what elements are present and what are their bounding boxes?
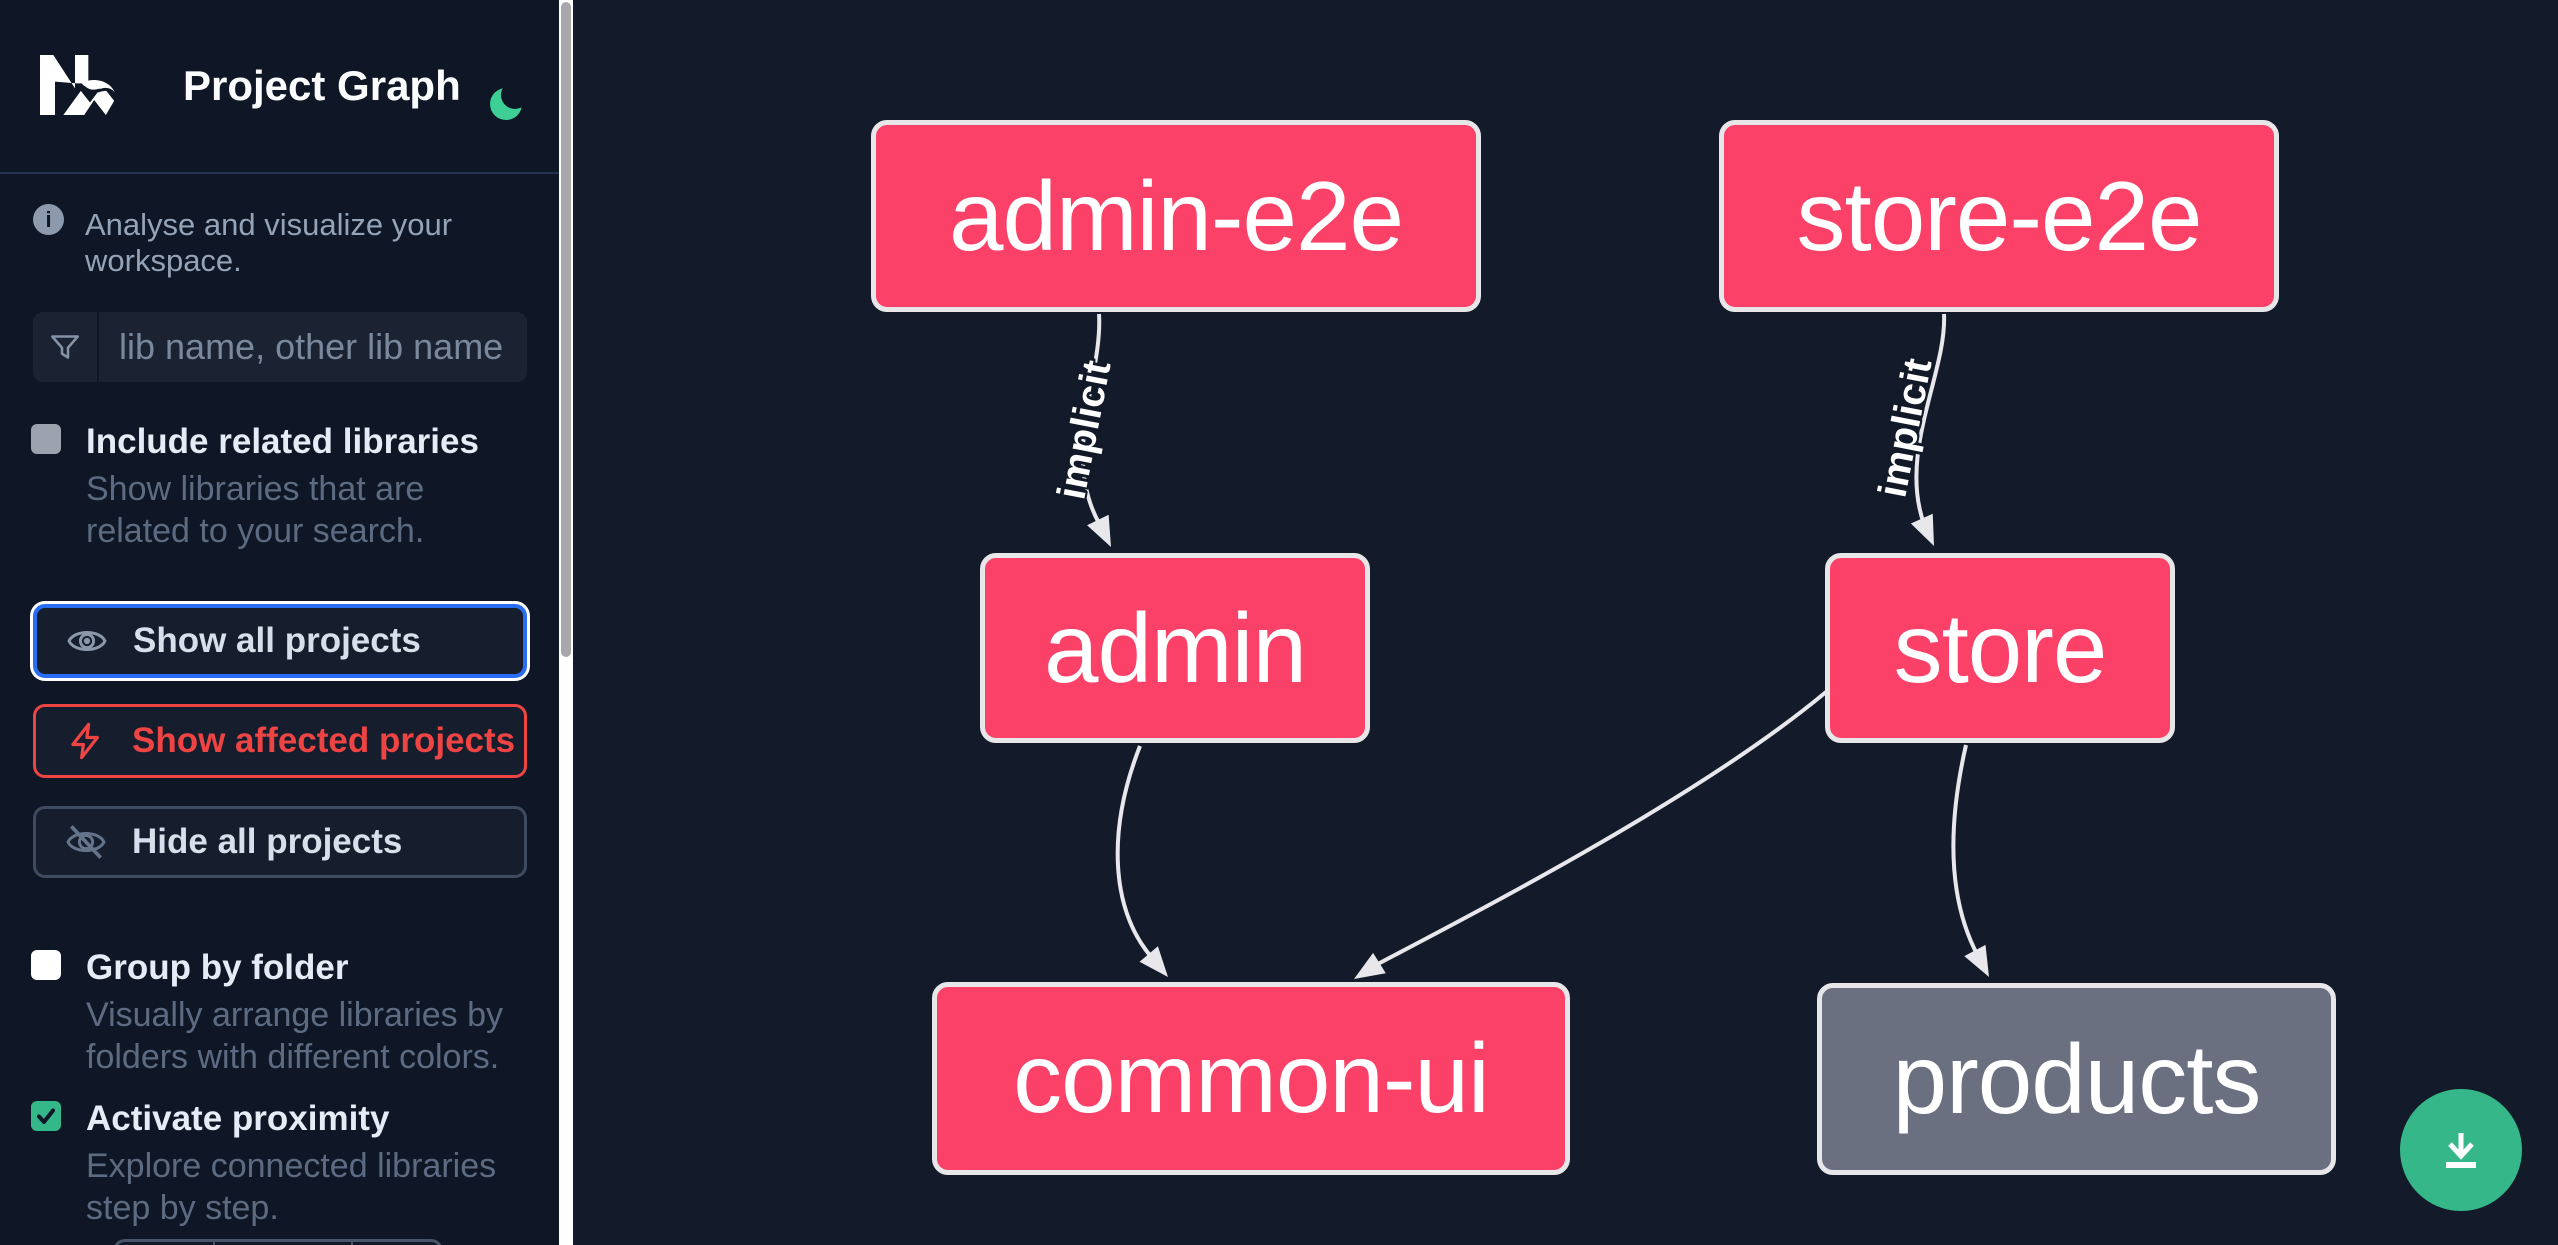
show-all-projects-button[interactable]: Show all projects xyxy=(33,604,527,678)
header-divider xyxy=(0,172,559,174)
info-icon: i xyxy=(33,204,64,235)
page-title: Project Graph xyxy=(183,62,461,109)
arrowhead-admin-to-common-ui xyxy=(1139,946,1168,977)
hide-all-projects-button[interactable]: Hide all projects xyxy=(33,806,527,878)
graph-node-products[interactable]: products xyxy=(1817,983,2336,1175)
eye-off-icon xyxy=(64,820,108,864)
show-affected-projects-label: Show affected projects xyxy=(132,721,516,760)
download-graph-button[interactable] xyxy=(2400,1089,2522,1211)
arrowhead-store-e2e-to-store xyxy=(1910,513,1934,546)
sidebar-scrollbar[interactable] xyxy=(559,0,573,1245)
sidebar-scrollbar-thumb[interactable] xyxy=(561,2,571,657)
graph-node-store[interactable]: store xyxy=(1825,553,2175,743)
activate-proximity-label: Activate proximity xyxy=(86,1099,390,1138)
graph-node-admin[interactable]: admin xyxy=(980,553,1370,743)
include-related-description: Show libraries that are related to your … xyxy=(86,470,425,550)
search-box xyxy=(33,312,527,382)
eye-icon xyxy=(65,619,109,663)
activate-proximity-checkbox[interactable] xyxy=(31,1101,61,1131)
graph-node-common-ui[interactable]: common-ui xyxy=(932,982,1570,1175)
arrowhead-store-to-products xyxy=(1964,944,1989,977)
nx-logo xyxy=(40,55,117,115)
edge-admin-e2e-to-admin xyxy=(1080,313,1102,526)
arrowhead-admin-e2e-to-admin xyxy=(1087,514,1111,547)
hide-all-projects-label: Hide all projects xyxy=(132,822,403,861)
edge-store-to-products xyxy=(1951,744,1980,957)
edge-store-to-common-ui xyxy=(1373,690,1828,968)
lightning-bolt-icon xyxy=(64,719,108,763)
sidebar: Project Graph i Analyse and visualize yo… xyxy=(0,0,573,1245)
checkmark-icon xyxy=(37,1108,55,1124)
dark-mode-toggle[interactable] xyxy=(470,66,529,120)
filter-funnel-icon xyxy=(33,312,99,382)
show-affected-projects-button[interactable]: Show affected projects xyxy=(33,704,527,778)
group-by-folder-description: Visually arrange libraries by folders wi… xyxy=(86,996,504,1076)
show-all-projects-label: Show all projects xyxy=(133,621,421,660)
search-input[interactable] xyxy=(99,312,527,382)
graph-node-store-e2e[interactable]: store-e2e xyxy=(1719,120,2279,312)
include-related-checkbox[interactable] xyxy=(31,424,61,454)
include-related-label: Include related libraries xyxy=(86,422,479,461)
edge-store-e2e-to-store xyxy=(1914,313,1947,525)
graph-node-admin-e2e[interactable]: admin-e2e xyxy=(871,120,1481,312)
tagline: Analyse and visualize your workspace. xyxy=(85,207,453,278)
proximity-stepper-partial[interactable] xyxy=(113,1239,443,1245)
include-related-toggle: Include related libraries Show libraries… xyxy=(31,422,527,552)
download-icon xyxy=(2435,1123,2487,1178)
edge-admin-to-common-ui xyxy=(1115,745,1155,961)
activate-proximity-toggle: Activate proximity Explore connected lib… xyxy=(31,1099,527,1229)
arrowhead-store-to-common-ui xyxy=(1354,952,1386,979)
activate-proximity-description: Explore connected libraries step by step… xyxy=(86,1147,497,1227)
group-by-folder-checkbox[interactable] xyxy=(31,950,61,980)
group-by-folder-toggle: Group by folder Visually arrange librari… xyxy=(31,948,527,1078)
group-by-folder-label: Group by folder xyxy=(86,948,349,987)
